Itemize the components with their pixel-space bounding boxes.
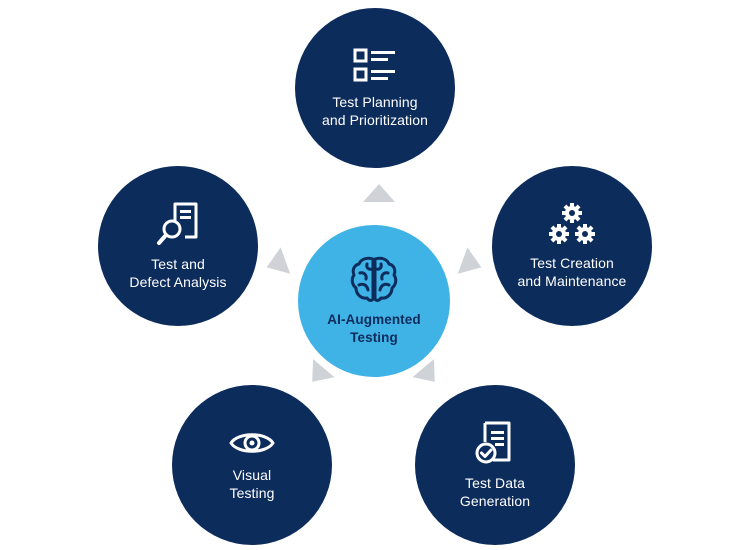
node-visual-testing-line1: Visual (232, 467, 272, 483)
node-test-planning-line1: Test Planning (332, 94, 418, 110)
node-test-creation-line1: Test Creation (530, 255, 614, 271)
node-test-creation: Test Creation and Maintenance (492, 166, 652, 326)
eye-icon (229, 433, 275, 453)
node-test-data-generation: Test Data Generation (415, 385, 575, 545)
node-test-planning-line2: and Prioritization (321, 112, 429, 128)
node-visual-testing: Visual Testing (172, 385, 332, 545)
center-label-line2: Testing (350, 330, 398, 345)
gears-icon (549, 203, 595, 244)
arrow-to-defect-analysis (261, 247, 291, 281)
brain-icon (350, 256, 398, 302)
document-check-icon (475, 421, 511, 464)
node-defect-analysis-line1: Test and (151, 256, 205, 272)
center-node-ai-augmented-testing: AI-Augmented Testing (298, 225, 450, 377)
node-test-creation-line2: and Maintenance (517, 273, 627, 289)
node-visual-testing-line2: Testing (229, 485, 275, 501)
node-test-data-line2: Generation (459, 493, 531, 509)
node-test-data-line1: Test Data (464, 475, 526, 491)
arrow-to-visual-testing (301, 359, 335, 391)
center-label-line1: AI-Augmented (327, 312, 421, 327)
node-defect-analysis: Test and Defect Analysis (98, 166, 258, 326)
node-test-planning: Test Planning and Prioritization (295, 8, 455, 168)
arrow-to-test-data (412, 359, 446, 391)
document-search-icon (157, 202, 198, 245)
arrow-to-test-creation (457, 247, 487, 281)
checklist-icon (353, 48, 395, 82)
node-defect-analysis-line2: Defect Analysis (129, 274, 227, 290)
arrow-to-test-planning (363, 184, 395, 202)
